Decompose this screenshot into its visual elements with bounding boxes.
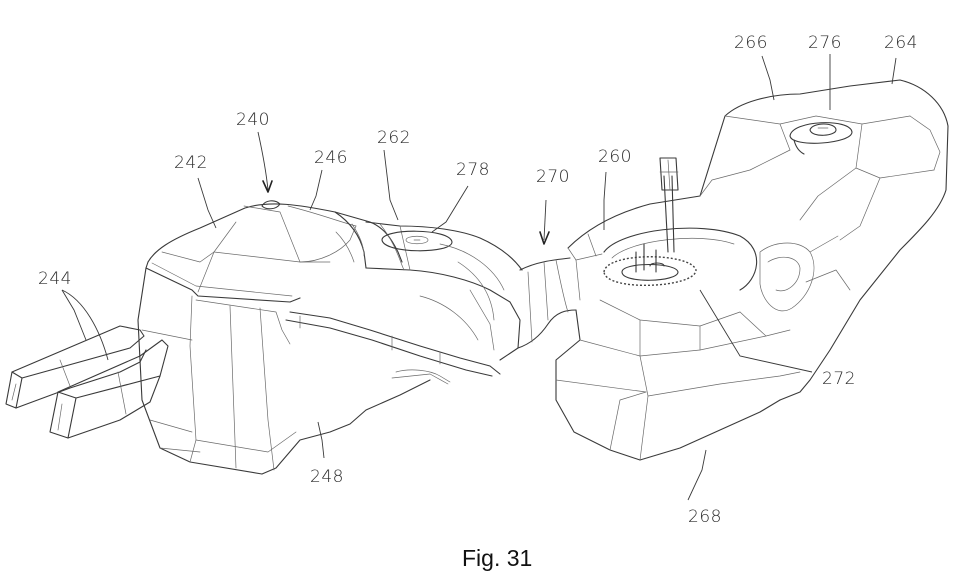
- ref-246: 246: [314, 148, 348, 168]
- figure-caption: Fig. 31: [462, 545, 532, 571]
- ref-244: 244: [38, 269, 72, 289]
- ref-276: 276: [808, 33, 842, 53]
- ref-248: 248: [310, 467, 344, 487]
- ref-242: 242: [174, 153, 208, 173]
- ref-262: 262: [377, 128, 411, 148]
- ref-240: 240: [236, 110, 270, 130]
- ref-270: 270: [536, 167, 570, 187]
- ref-266: 266: [734, 33, 768, 53]
- rear-tank-assembly: [555, 79, 949, 461]
- ref-264: 264: [884, 33, 918, 53]
- ref-278: 278: [456, 160, 490, 180]
- connector-neck: [517, 199, 577, 349]
- leader-lines: [197, 54, 897, 501]
- ref-260: 260: [598, 147, 632, 167]
- ref-268: 268: [688, 507, 722, 527]
- reference-labels: 240 242 244 246 248 260 262 264 266 268 …: [38, 33, 918, 527]
- air-ducts: [5, 289, 169, 439]
- ref-272: 272: [822, 369, 856, 389]
- middle-tank-section: [365, 221, 523, 361]
- front-tank-assembly: [137, 131, 501, 475]
